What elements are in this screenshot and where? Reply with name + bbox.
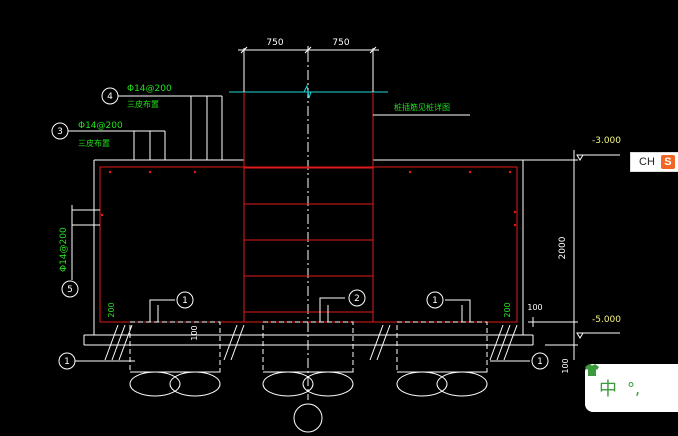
rebar-leaders-top xyxy=(120,95,470,160)
dim-center-100: 100 xyxy=(190,325,199,340)
callout-1a-text: 1 xyxy=(182,296,188,306)
callout-1d-text: 1 xyxy=(537,357,543,367)
rebar-cage xyxy=(99,92,518,323)
dim-top-right: 750 xyxy=(332,38,349,48)
sogou-logo-icon: S xyxy=(660,155,675,169)
dim-right-base: 200 xyxy=(503,302,512,317)
rebar-leaders-bottom xyxy=(149,297,471,322)
callout-5-text: 5 xyxy=(67,285,73,295)
ime-status-indicator[interactable]: CH S xyxy=(630,152,678,172)
elevation-bottom: -5.000 xyxy=(592,315,621,325)
pile-cap-outline xyxy=(83,159,534,346)
elevation-top: -3.000 xyxy=(592,136,621,146)
callout-leaders xyxy=(67,95,530,362)
callout-2-text: 2 xyxy=(354,294,360,304)
callout-1-marker-c[interactable] xyxy=(58,352,76,370)
piles xyxy=(104,321,518,397)
callout-4-marker[interactable] xyxy=(101,87,119,105)
rebar-4-spec: Φ14@200 xyxy=(127,84,172,94)
callout-1c-text: 1 xyxy=(64,357,70,367)
dim-left-base: 200 xyxy=(107,302,116,317)
callout-1-marker-b[interactable] xyxy=(426,291,444,309)
rebar-3-note: 三皮布置 xyxy=(78,138,110,148)
callout-3-marker[interactable] xyxy=(51,122,69,140)
ime-toolbar[interactable]: 中 °, xyxy=(585,364,678,412)
callout-2-marker[interactable] xyxy=(348,289,366,307)
callout-5-marker[interactable] xyxy=(61,280,79,298)
callout-1-marker-d[interactable] xyxy=(531,352,549,370)
break-mark xyxy=(303,84,312,99)
axis-bubble[interactable] xyxy=(293,403,323,433)
pile-cap-note: 桩插筋见桩详图 xyxy=(394,102,450,112)
ime-punctuation-toggle[interactable]: °, xyxy=(627,378,641,398)
callout-3-text: 3 xyxy=(57,127,63,137)
callout-circles xyxy=(51,87,549,433)
right-dimensions xyxy=(523,150,620,360)
ime-status-label: CH xyxy=(639,156,655,168)
callout-4-text: 4 xyxy=(107,92,113,102)
rebar-leader-left xyxy=(71,205,100,280)
callout-1-marker-a[interactable] xyxy=(176,291,194,309)
rebar-dots xyxy=(100,170,517,227)
rebar-3-spec: Φ14@200 xyxy=(78,121,123,131)
rebar-5-spec: Φ14@200 xyxy=(59,227,69,272)
rebar-4-note: 三皮布置 xyxy=(127,99,159,109)
dim-bottom-right: 100 xyxy=(561,358,570,373)
ime-chinese-mode-toggle[interactable]: 中 xyxy=(599,379,617,400)
callout-1b-text: 1 xyxy=(432,296,438,306)
dim-top-left: 750 xyxy=(266,38,283,48)
dim-small-right: 100 xyxy=(527,303,542,312)
dim-height: 2000 xyxy=(558,236,568,259)
